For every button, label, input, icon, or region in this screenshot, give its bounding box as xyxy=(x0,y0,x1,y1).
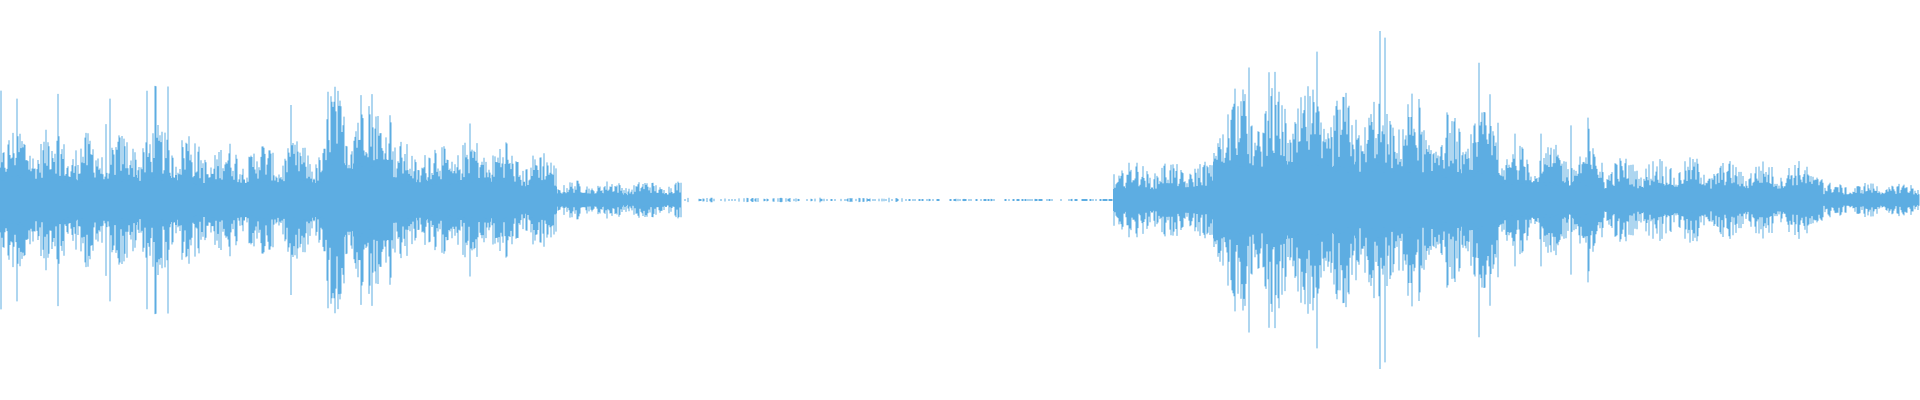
waveform-core-path xyxy=(0,158,1919,242)
